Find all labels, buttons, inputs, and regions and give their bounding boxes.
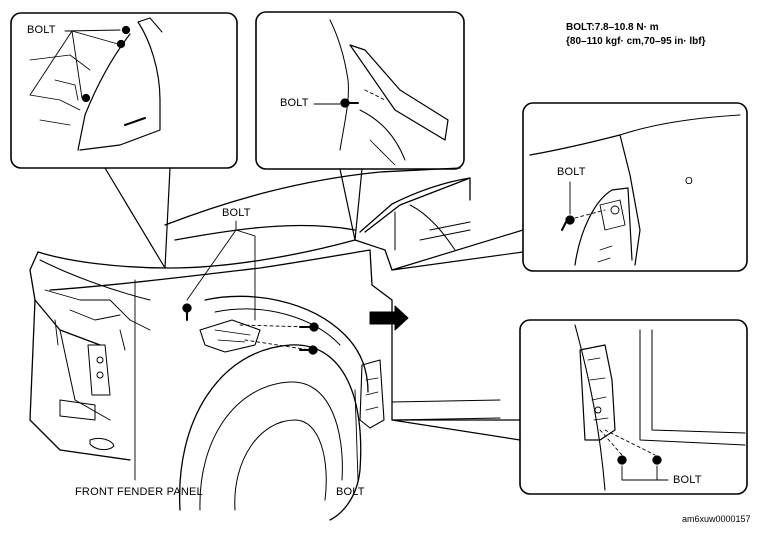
- bolt-icon: [617, 455, 662, 465]
- detail-mark: O: [685, 176, 693, 187]
- detail-frame-right-mid: [522, 102, 748, 272]
- bolt-label-bottom-right: BOLT: [673, 474, 702, 486]
- bolt-label-center: BOLT: [222, 207, 251, 219]
- detail-frame-bottom-right: [519, 319, 748, 495]
- bolt-icon: [561, 215, 575, 231]
- bolt-icon: [81, 25, 131, 103]
- detail-frame-top-mid: [255, 11, 465, 170]
- front-fender-panel-label: FRONT FENDER PANEL: [75, 486, 203, 498]
- callout-lines: [104, 167, 524, 441]
- torque-spec-line2: {80–110 kgf· cm,70–95 in· lbf}: [566, 36, 706, 47]
- bolt-label-right-mid: BOLT: [557, 166, 586, 178]
- bolt-label-top-mid: BOLT: [280, 97, 309, 109]
- leader-lines: [134, 220, 359, 481]
- front-direction-arrow: [369, 305, 409, 331]
- torque-spec-line1: BOLT:7.8–10.8 N· m: [566, 22, 659, 33]
- bolt-icon: [299, 345, 318, 355]
- bolt-icon: [182, 303, 192, 321]
- bolt-label-top-left: BOLT: [27, 24, 56, 36]
- car-main-view: [29, 167, 501, 521]
- bolt-label-bottom: BOLT: [336, 486, 365, 498]
- figure-code: am6xuw0000157: [682, 514, 751, 524]
- detail-frame-top-left: [10, 12, 238, 169]
- bolt-icon: [340, 98, 359, 108]
